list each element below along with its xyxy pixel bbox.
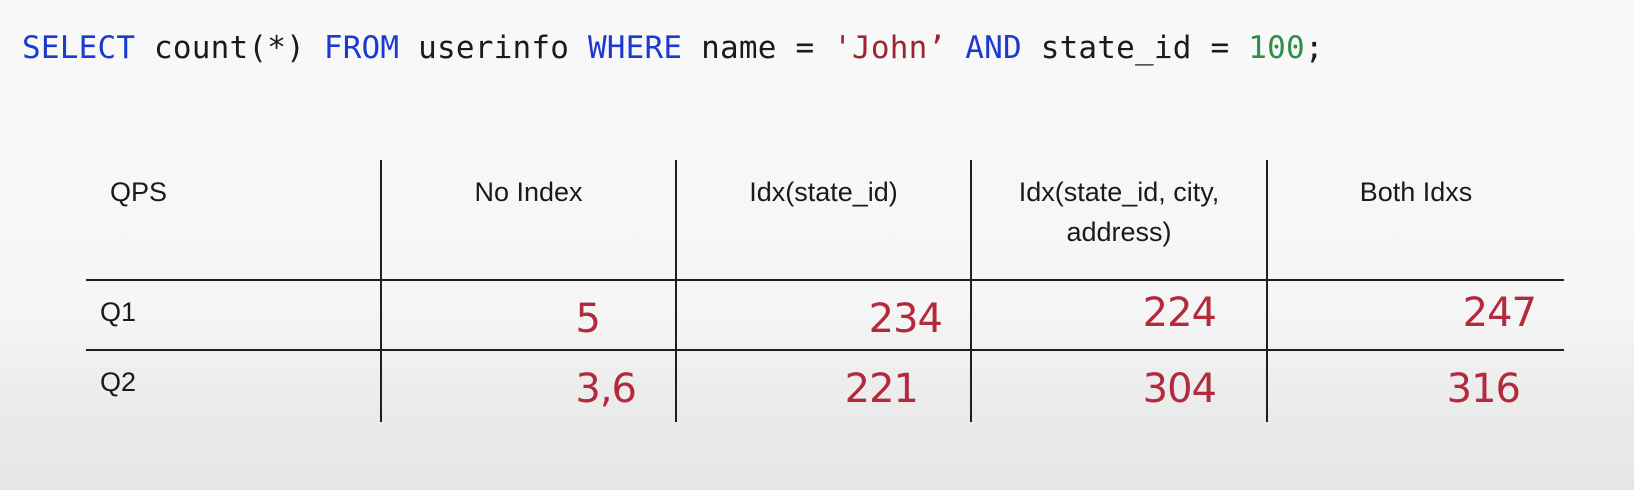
cell-q1-no-index: 5 bbox=[575, 296, 601, 342]
sql-token-state-eq: state_id = bbox=[1021, 30, 1249, 66]
cell-q2-no-index: 3,6 bbox=[575, 366, 637, 412]
row-label-q2: Q2 bbox=[100, 367, 137, 397]
sql-token-from: FROM bbox=[323, 30, 400, 66]
sql-token-john: 'John’ bbox=[833, 30, 947, 66]
cell-q1-idx-composite: 224 bbox=[1142, 290, 1217, 336]
sql-token-select: SELECT bbox=[22, 30, 136, 66]
column-header-both-idxs: Both Idxs bbox=[1268, 172, 1564, 212]
sql-token-semicolon: ; bbox=[1304, 30, 1324, 66]
cell-q2-both-idxs: 316 bbox=[1446, 366, 1521, 412]
table-divider-v1 bbox=[380, 160, 382, 422]
table-corner-label: QPS bbox=[110, 177, 168, 207]
column-header-line: Both Idxs bbox=[1359, 177, 1473, 207]
column-header-line: Idx(state_id) bbox=[749, 177, 898, 207]
cell-q1-idx-state: 234 bbox=[868, 296, 943, 342]
sql-token-name-eq: name = bbox=[682, 30, 834, 66]
table-divider-v3 bbox=[970, 160, 972, 422]
column-header-line-2: address) bbox=[1066, 217, 1172, 247]
sql-token-space bbox=[946, 30, 965, 66]
cell-q2-idx-composite: 304 bbox=[1142, 366, 1217, 412]
column-header-no-index: No Index bbox=[382, 172, 675, 212]
table-divider-h1 bbox=[86, 279, 1564, 281]
sql-token-count: count(*) bbox=[135, 30, 324, 66]
column-header-idx-state: Idx(state_id) bbox=[677, 172, 970, 212]
table-divider-v4 bbox=[1266, 160, 1268, 422]
column-header-line: No Index bbox=[474, 177, 583, 207]
column-header-idx-composite: Idx(state_id, city, address) bbox=[972, 172, 1266, 252]
cell-q1-both-idxs: 247 bbox=[1462, 290, 1537, 336]
row-label-q1: Q1 bbox=[100, 297, 137, 327]
sql-token-where: WHERE bbox=[587, 30, 683, 66]
sql-query: SELECT count(*) FROM userinfo WHERE name… bbox=[22, 24, 1324, 72]
cell-q2-idx-state: 221 bbox=[844, 366, 919, 412]
sql-token-table: userinfo bbox=[399, 30, 588, 66]
table-divider-h2 bbox=[86, 349, 1564, 351]
column-header-line: Idx(state_id, city, bbox=[1018, 177, 1220, 207]
table-divider-v2 bbox=[675, 160, 677, 422]
sql-token-100: 100 bbox=[1248, 30, 1305, 66]
sql-token-and: AND bbox=[965, 30, 1022, 66]
